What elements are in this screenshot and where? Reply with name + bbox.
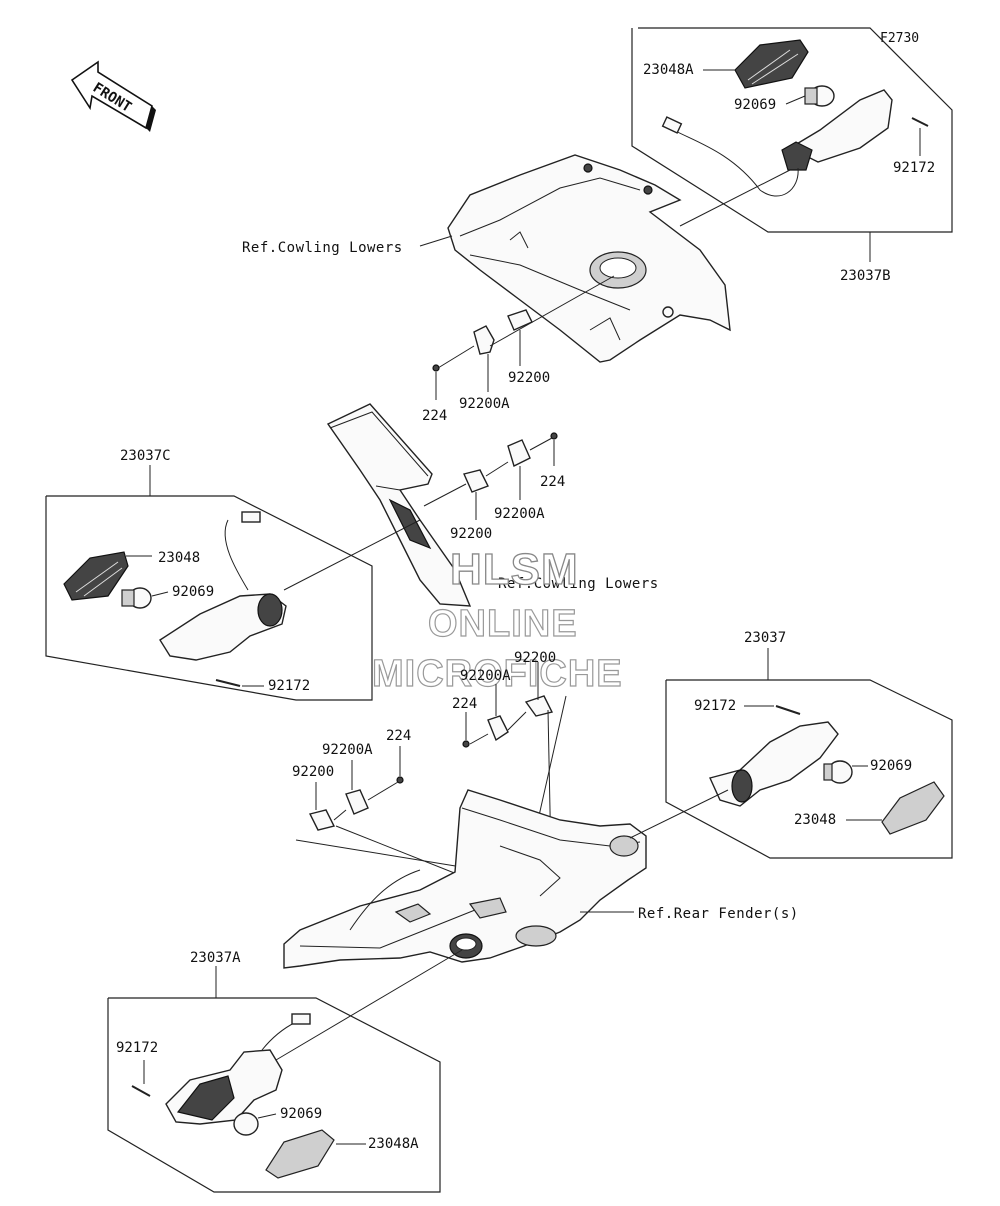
label-mr-lens: 23048 [794,812,836,828]
screw-224-top [432,364,440,372]
label-mr-screw: 92172 [694,698,736,714]
lens-23048 [63,551,129,601]
label-tr-bulb: 92069 [734,97,776,113]
label-top-bracket: 92200 [508,370,550,386]
bracket-92200-top [507,309,533,331]
assembly-box-23037: 23037 92172 92069 23048 [665,630,953,859]
bracket-group-top: 224 92200A 92200 [422,275,615,424]
label-low-bracketA-l: 92200A [322,742,373,758]
bracket-group-low-left: 224 92200A 92200 [292,728,411,831]
bracket-92200A-low-l [345,789,369,815]
label-23037: 23037 [744,630,786,646]
label-23037B: 23037B [840,268,891,284]
label-top-bracketA: 92200A [459,396,510,412]
label-mid-bracket: 92200 [450,526,492,542]
signal-housing-23037B [788,89,893,163]
label-bl-lens: 23048A [368,1136,419,1152]
screw-224-low-l [396,776,404,784]
front-arrow-icon: FRONT [70,60,156,132]
rear-fender [283,789,647,969]
label-top-screw: 224 [422,408,447,424]
cowling-lower-upper [447,154,731,363]
lens-23048A-bl [265,1129,335,1179]
signal-housing-23037 [709,721,839,807]
bracket-group-low-right: 224 92200A 92200 [452,650,556,748]
bracket-92200A-top [473,325,495,355]
label-23037C: 23037C [120,448,171,464]
bracket-92200-mid [463,469,489,493]
label-low-bracket-r: 92200 [514,650,556,666]
bulb-92069-bl [233,1112,259,1136]
label-ml-lens: 23048 [158,550,200,566]
cowling-lower-mid [326,403,472,607]
screw-224-low-r [462,740,470,748]
assembly-box-23037B: 23048A 92069 92172 23037B [631,27,953,284]
label-ml-bulb: 92069 [172,584,214,600]
label-ml-screw: 92172 [268,678,310,694]
ref-cowling-lowers-upper: Ref.Cowling Lowers [242,240,403,256]
label-low-screw-r: 224 [452,696,477,712]
bracket-group-mid: 224 92200A 92200 [423,432,565,542]
bracket-92200-low-l [308,809,336,831]
signal-housing-23037C [159,593,287,661]
label-mid-bracketA: 92200A [494,506,545,522]
label-low-bracket-l: 92200 [292,764,334,780]
label-low-bracketA-r: 92200A [460,668,511,684]
screw-224-mid [550,432,558,440]
ref-cowling-lowers-mid: Ref.Cowling Lowers [498,576,659,592]
label-bl-screw: 92172 [116,1040,158,1056]
figure-code: F2730 [880,31,919,46]
lens-23048-mr [881,781,945,835]
lens-23048A [734,39,809,89]
assembly-box-23037C: 23037C 23048 92069 92172 [45,448,373,701]
label-23037A: 23037A [190,950,241,966]
assembly-box-23037A: 23037A 92172 92069 23048A [107,950,441,1193]
svg-text:ONLINE: ONLINE [428,603,578,645]
label-tr-screw: 92172 [893,160,935,176]
watermark: HLSM ONLINE MICROFICHE [371,544,623,695]
label-low-screw-l: 224 [386,728,411,744]
label-bl-bulb: 92069 [280,1106,322,1122]
bracket-92200A-low-r [487,715,509,742]
svg-text:MICROFICHE: MICROFICHE [372,653,623,695]
label-mr-bulb: 92069 [870,758,912,774]
bracket-92200A-mid [507,439,531,467]
svg-text:HLSM: HLSM [450,545,579,594]
label-mid-screw: 224 [540,474,565,490]
label-tr-lens: 23048A [643,62,694,78]
ref-rear-fender: Ref.Rear Fender(s) [638,906,799,922]
